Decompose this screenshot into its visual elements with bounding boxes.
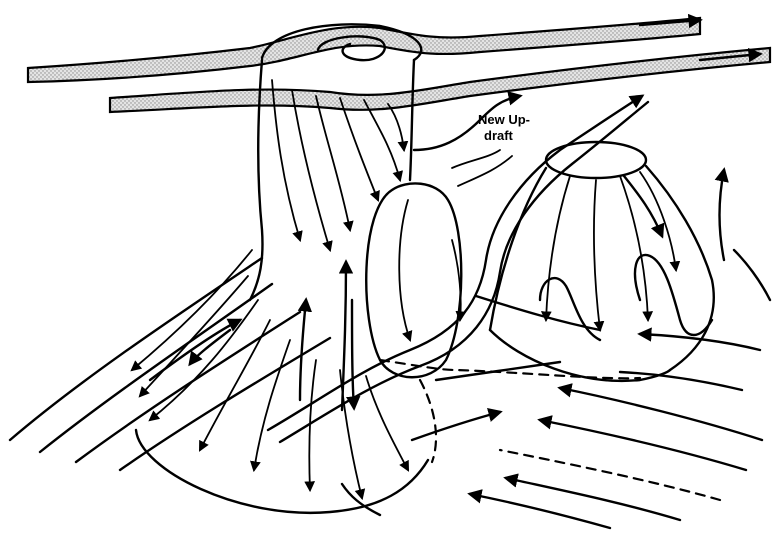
low-level-inflow-right	[470, 296, 762, 528]
low-level-inflow-left	[10, 258, 354, 470]
new-updraft-label-line1: New Up-	[478, 112, 530, 127]
far-right-arrow	[720, 170, 725, 260]
anvil-outflow-bands	[28, 18, 770, 112]
sinking-arrow	[352, 300, 354, 408]
rising-arrow-1	[300, 300, 306, 400]
new-updraft-cell	[490, 142, 714, 381]
outflow-base-rim	[136, 430, 428, 513]
crossing-streamlines	[342, 362, 560, 515]
rising-arrow-2	[342, 262, 346, 410]
column-right-edge	[410, 60, 414, 180]
new-updraft-label-line2: draft	[484, 128, 514, 143]
main-inflow-ribbon	[268, 96, 642, 430]
